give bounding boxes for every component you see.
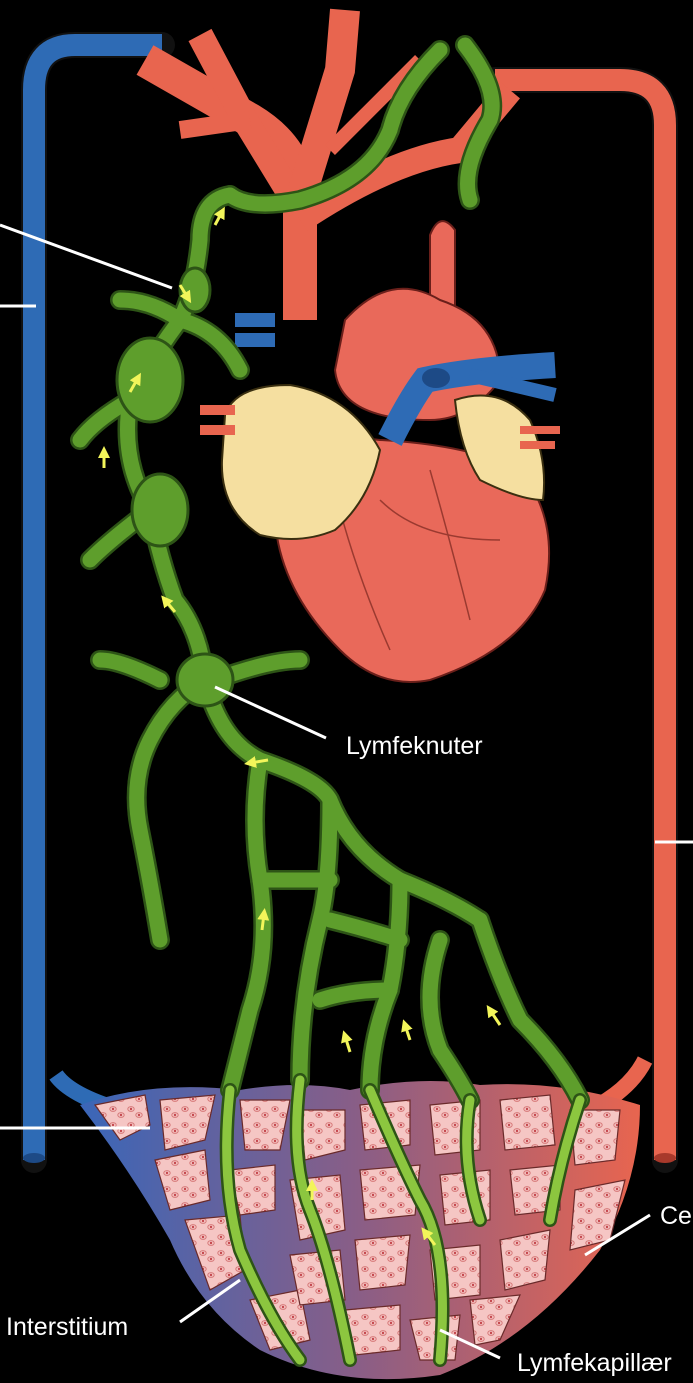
flow-arrow [405, 1025, 410, 1040]
flow-arrow [345, 1036, 350, 1052]
lymph-node [132, 474, 188, 546]
label-lymph-capillaries: Lymfekapillær [517, 1349, 672, 1377]
heart-illustration [200, 221, 560, 682]
flow-arrow [490, 1010, 500, 1025]
label-interstitium: Interstitium [6, 1313, 128, 1341]
vein [23, 45, 162, 1163]
lymph-node [117, 338, 183, 422]
label-lymph-nodes: Lymfeknuter [346, 732, 483, 760]
capillary-bed [80, 1081, 640, 1379]
flow-arrow [262, 914, 264, 930]
label-cells: Ce [660, 1202, 692, 1230]
lymph-node [177, 654, 233, 706]
